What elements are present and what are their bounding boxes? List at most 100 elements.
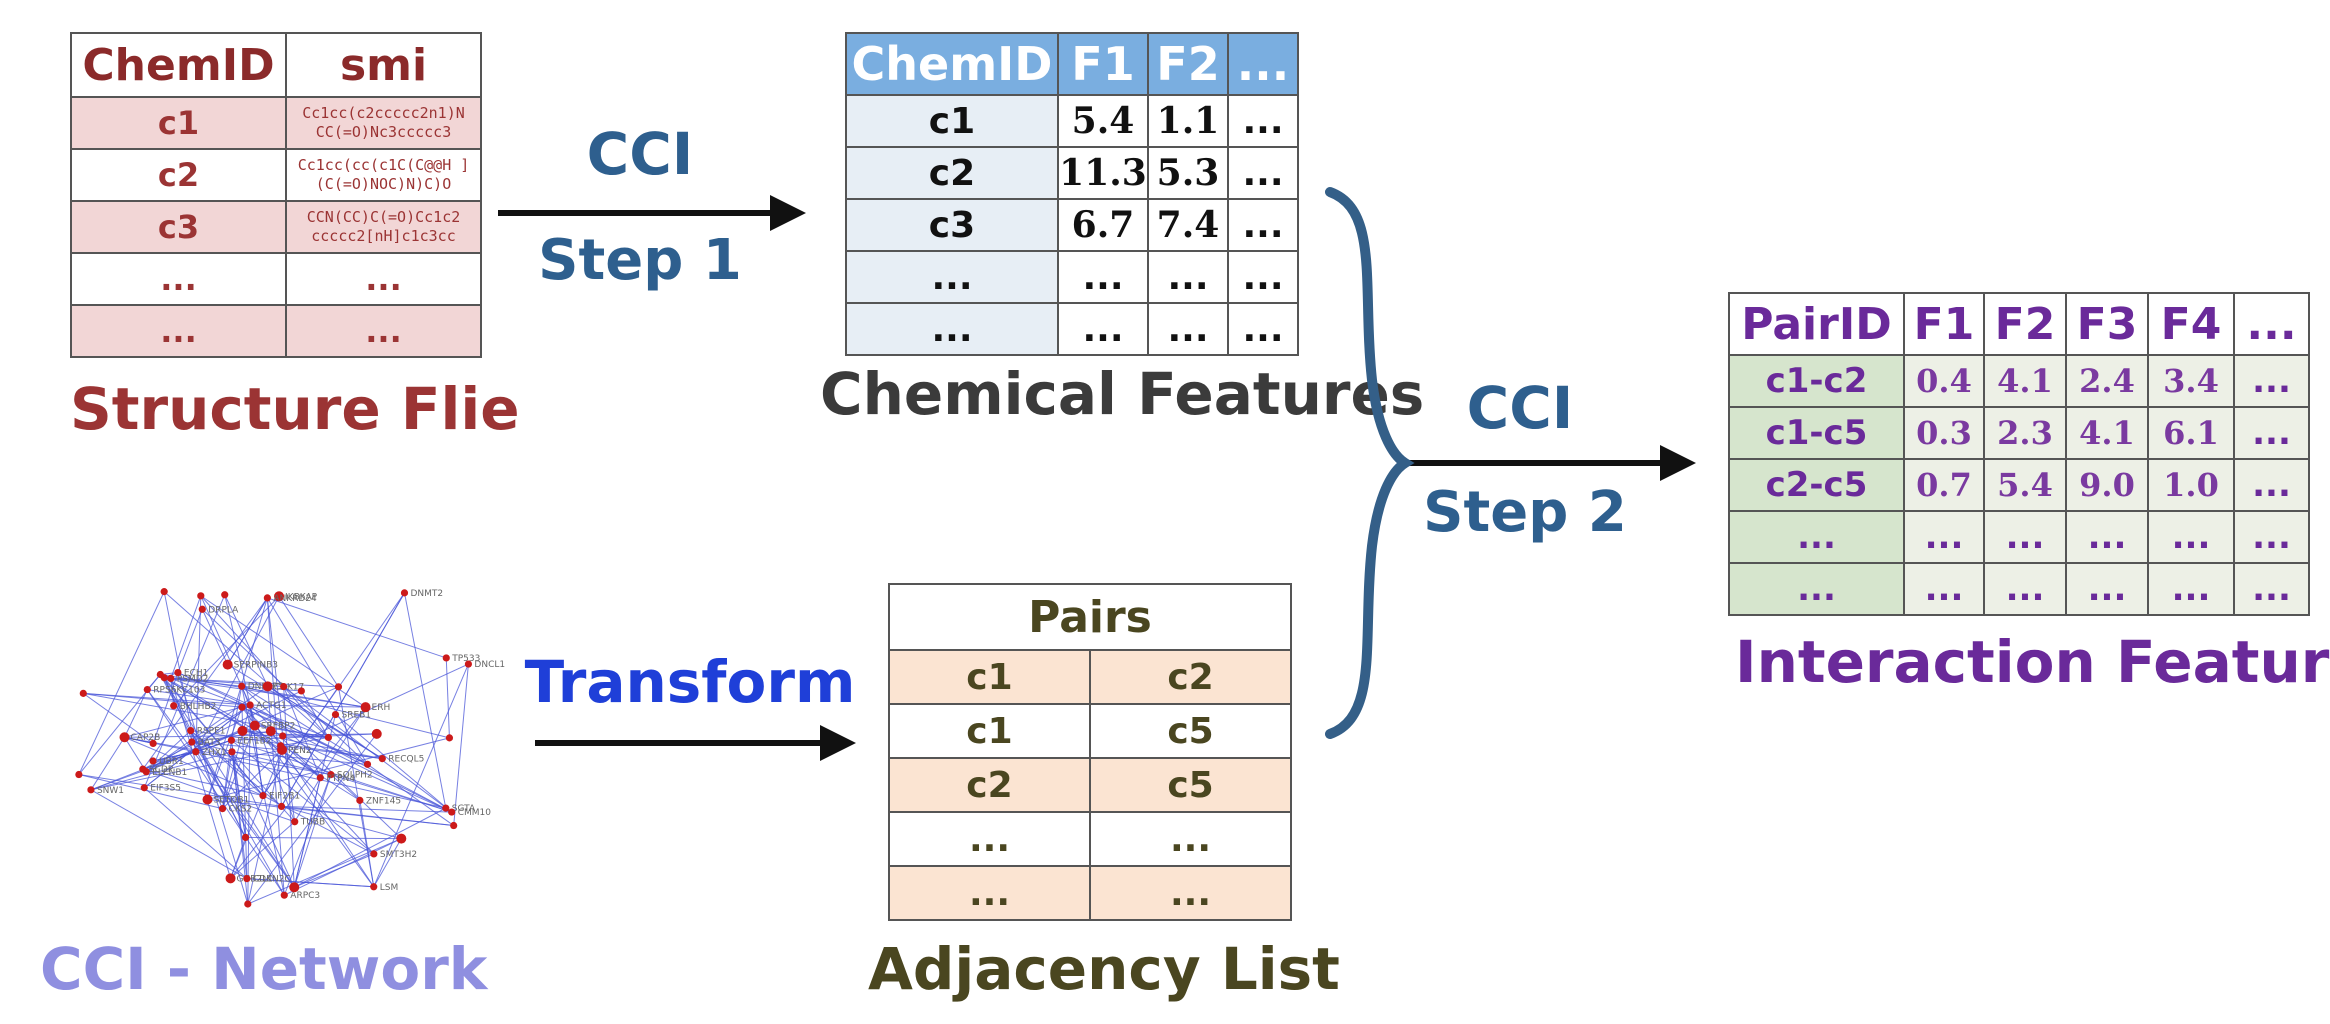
network-edge bbox=[266, 597, 284, 736]
chem-id-cell: c2 bbox=[70, 148, 287, 202]
network-node bbox=[396, 833, 407, 844]
feature-cell: ... bbox=[1227, 302, 1299, 356]
network-node bbox=[291, 818, 299, 826]
table-row: c2 11.3 5.3 ... bbox=[845, 146, 1299, 200]
network-node bbox=[289, 882, 300, 893]
network-node bbox=[187, 726, 195, 735]
step2-top-label: CCI bbox=[1466, 374, 1574, 442]
network-node bbox=[274, 591, 285, 602]
network-node bbox=[280, 683, 288, 691]
chem-id-cell: c2 bbox=[845, 146, 1059, 200]
pair-cell: ... bbox=[888, 865, 1091, 921]
feature-cell: ... bbox=[1983, 510, 2067, 564]
network-edge bbox=[78, 774, 223, 810]
feature-cell: 0.4 bbox=[1903, 354, 1985, 408]
feature-cell: 4.1 bbox=[1983, 354, 2067, 408]
header-cell-smi: smi bbox=[285, 32, 482, 98]
feature-cell: 2.4 bbox=[2065, 354, 2149, 408]
network-node-label: SRFBP2 bbox=[261, 722, 295, 732]
network-node bbox=[238, 682, 246, 690]
network-edge bbox=[241, 706, 452, 813]
network-edge bbox=[262, 592, 405, 796]
smiles-cell: Cc1cc(c2ccccc2n1)N CC(=O)Nc3ccccc3 bbox=[285, 96, 482, 150]
network-node-label: RECQL5 bbox=[388, 755, 424, 765]
network-node-label: RPS6KC103 bbox=[153, 686, 205, 696]
network-edge bbox=[83, 692, 154, 744]
network-node bbox=[119, 732, 130, 743]
network-edge bbox=[124, 736, 331, 776]
network-edge bbox=[142, 768, 295, 823]
network-node-label: SMT3H2 bbox=[380, 850, 417, 860]
network-node-label: CDK17 bbox=[274, 682, 305, 692]
network-node-label: ERH bbox=[372, 703, 391, 713]
network-node bbox=[218, 805, 227, 813]
structure-file-table: ChemID smi c1 Cc1cc(c2ccccc2n1)N CC(=O)N… bbox=[70, 32, 482, 358]
network-node bbox=[228, 748, 236, 756]
network-edge bbox=[404, 592, 447, 809]
network-edge bbox=[159, 674, 247, 838]
pair-id-cell: ... bbox=[1728, 510, 1905, 564]
pair-cell: c1 bbox=[888, 703, 1091, 759]
step2-bottom-label: Step 2 bbox=[1423, 480, 1627, 545]
feature-cell: 7.4 bbox=[1147, 198, 1229, 252]
network-edge bbox=[367, 763, 454, 826]
network-edge bbox=[281, 749, 321, 779]
table-row: ... ... ... ... ... ... bbox=[1728, 562, 2310, 616]
feature-cell: ... bbox=[1227, 146, 1299, 200]
network-node bbox=[227, 736, 236, 744]
table-row: ... ... bbox=[888, 865, 1293, 921]
network-node bbox=[259, 791, 267, 800]
feature-cell: ... bbox=[2233, 458, 2310, 512]
network-edge bbox=[445, 657, 450, 738]
network-node bbox=[174, 668, 182, 677]
network-edge bbox=[124, 689, 148, 738]
feature-cell: ... bbox=[2233, 510, 2310, 564]
network-node-label: DNMT2 bbox=[410, 589, 443, 599]
table-header-row: PairID F1 F2 F3 F4 ... bbox=[1728, 292, 2310, 356]
network-node bbox=[202, 794, 213, 805]
transform-label: Transform bbox=[524, 648, 856, 716]
network-edge bbox=[335, 714, 453, 813]
network-edge bbox=[191, 741, 283, 751]
network-edge bbox=[83, 692, 329, 738]
network-node-label: EIF3S5 bbox=[150, 784, 181, 794]
network-edge bbox=[145, 704, 251, 773]
feature-cell: ... bbox=[1227, 94, 1299, 148]
header-cell-chemid: ChemID bbox=[845, 32, 1059, 96]
network-edge bbox=[300, 690, 329, 738]
network-node bbox=[370, 883, 378, 891]
network-edge bbox=[283, 774, 332, 896]
network-node bbox=[356, 796, 364, 804]
network-edge bbox=[163, 591, 329, 738]
network-edge bbox=[330, 774, 361, 801]
feature-cell: ... bbox=[1903, 562, 1985, 616]
network-edge bbox=[78, 774, 282, 807]
network-edge bbox=[124, 736, 264, 797]
chem-id-cell: c3 bbox=[70, 200, 287, 254]
network-edge bbox=[143, 594, 226, 788]
network-node-label: CDKN2C bbox=[253, 875, 291, 885]
network-edge bbox=[283, 686, 295, 888]
network-edge bbox=[230, 740, 247, 838]
network-edge bbox=[373, 663, 469, 887]
network-node bbox=[448, 808, 456, 816]
network-node-label: GNB2L1 bbox=[237, 874, 273, 884]
network-edge bbox=[224, 594, 269, 687]
network-node bbox=[450, 821, 458, 830]
network-edge bbox=[247, 733, 378, 905]
merge-brace bbox=[1325, 187, 1415, 739]
network-node bbox=[246, 701, 254, 709]
feature-cell: 5.4 bbox=[1057, 94, 1149, 148]
network-node-label: EIF2B1 bbox=[269, 792, 300, 802]
header-cell-f2: F2 bbox=[1147, 32, 1229, 96]
network-edges bbox=[78, 591, 469, 905]
network-node bbox=[221, 591, 229, 599]
network-edge bbox=[319, 706, 366, 779]
feature-cell: 2.3 bbox=[1983, 406, 2067, 460]
network-edge bbox=[90, 751, 233, 791]
network-node-label: TUBB bbox=[300, 818, 325, 828]
network-node bbox=[316, 774, 324, 782]
network-node bbox=[198, 605, 206, 613]
network-node bbox=[279, 732, 287, 740]
network-node bbox=[371, 728, 382, 739]
